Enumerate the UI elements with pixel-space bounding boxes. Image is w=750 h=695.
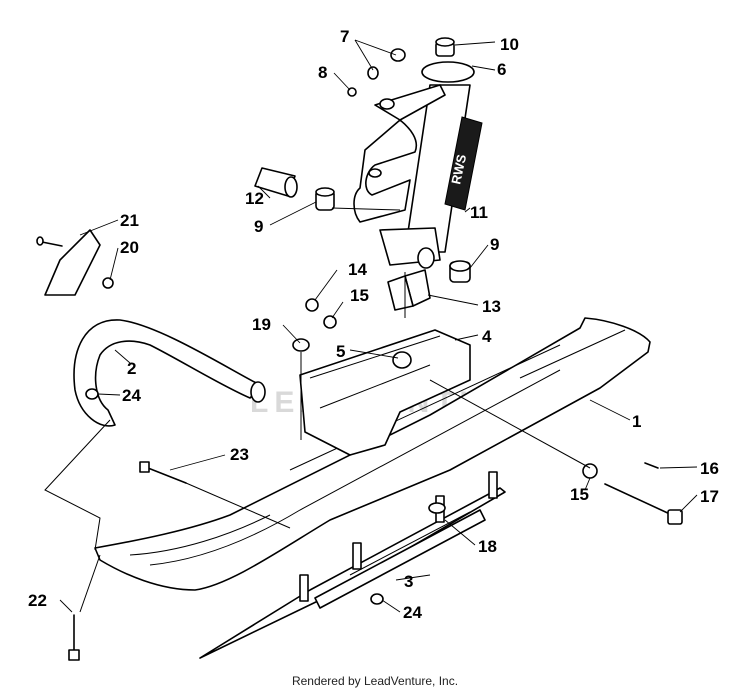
callout-16: 16 (700, 459, 719, 478)
bushing-9-upper (315, 187, 335, 211)
nut-24a (85, 388, 99, 400)
callout-13: 13 (482, 297, 501, 316)
washer-15a (323, 315, 337, 329)
callout-24b: 24 (403, 603, 422, 622)
callout-17: 17 (700, 487, 719, 506)
runner-studs (299, 471, 498, 602)
washer-7b (367, 66, 379, 80)
callout-21: 21 (120, 211, 139, 230)
callout-11: 11 (470, 203, 488, 222)
callout-3: 3 (404, 572, 413, 591)
callout-12: 12 (245, 189, 264, 208)
rws-decal: RWS (444, 116, 483, 211)
washer-15b (582, 463, 598, 479)
callout-5: 5 (336, 342, 345, 361)
ski-handle (73, 319, 266, 427)
wear-pad (387, 269, 431, 311)
spindle (353, 61, 475, 269)
assembly-lines (44, 207, 591, 613)
ski-saddle (299, 329, 471, 456)
bushing-12 (254, 167, 298, 198)
bushing-5 (392, 351, 412, 369)
callout-24a: 24 (122, 386, 141, 405)
bolt-22 (68, 614, 80, 661)
callout-4: 4 (482, 327, 492, 346)
callout-15b: 15 (570, 485, 589, 504)
ski-runner (199, 487, 506, 659)
pin-16 (644, 462, 659, 469)
nut-19 (292, 338, 310, 440)
washer-14 (305, 298, 319, 312)
callout-7: 7 (340, 27, 349, 46)
callout-18: 18 (478, 537, 497, 556)
ski (94, 317, 651, 591)
cap-plug (435, 37, 455, 57)
callout-8: 8 (318, 63, 327, 82)
bushing-9-lower (449, 260, 471, 283)
footer-credit: Rendered by LeadVenture, Inc. (291, 674, 459, 688)
callout-19: 19 (252, 315, 271, 334)
callout-15a: 15 (350, 286, 369, 305)
bolt-23 (139, 461, 187, 484)
bracket-20 (44, 229, 114, 296)
nut-24b (370, 593, 384, 605)
decal-text: RWS (448, 153, 469, 186)
callout-1: 1 (632, 412, 641, 431)
callout-9b: 9 (490, 235, 499, 254)
callout-23: 23 (230, 445, 249, 464)
bolt-17 (604, 483, 683, 525)
callout-labels: 1 2 3 4 5 6 7 8 9 9 10 11 12 13 14 15 15… (28, 27, 719, 622)
callout-2: 2 (127, 359, 136, 378)
callout-9a: 9 (254, 217, 263, 236)
callout-10: 10 (500, 35, 519, 54)
callout-6: 6 (497, 60, 506, 79)
washer-7a (390, 48, 406, 62)
callout-22: 22 (28, 591, 47, 610)
leader-lines (59, 39, 698, 613)
screw-21 (36, 236, 63, 247)
callout-14: 14 (348, 260, 367, 279)
callout-20: 20 (120, 238, 139, 257)
